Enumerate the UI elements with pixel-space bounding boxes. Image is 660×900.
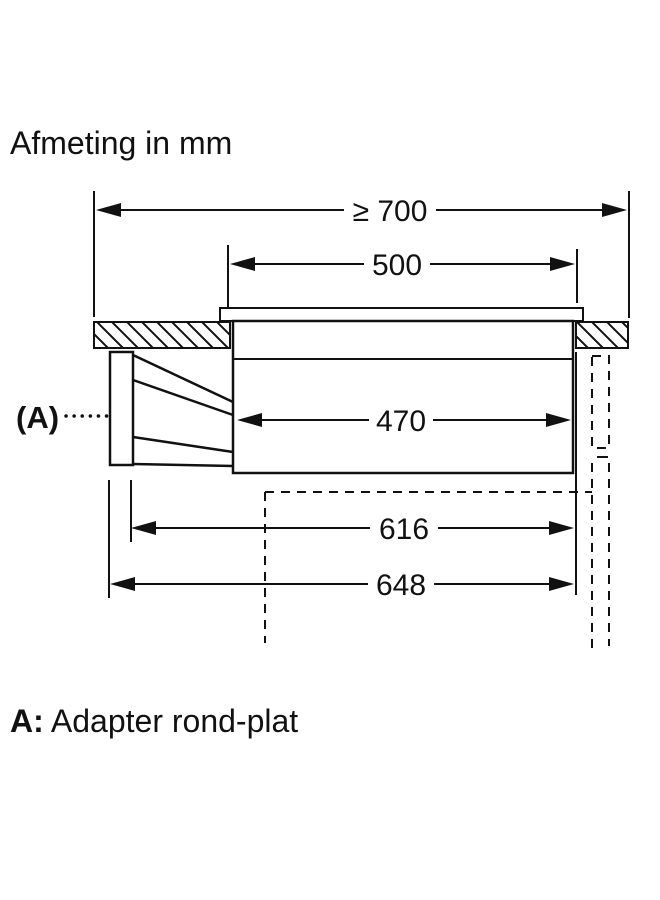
- adapter-cone-line: [132, 435, 234, 454]
- footnote-adapter: A: Adapter rond-plat: [10, 702, 298, 740]
- adapter-cone-line: [132, 462, 234, 468]
- dim-cutout-width: 500: [227, 245, 578, 307]
- glass-plate: [219, 307, 584, 322]
- page-title: Afmeting in mm: [10, 125, 233, 161]
- arrowhead-left-icon: [230, 257, 255, 271]
- arrowhead-left-icon: [110, 577, 135, 591]
- dim-label-648: 648: [376, 569, 426, 602]
- callout-a-label: (A): [16, 400, 59, 435]
- duct-dashed-outline: [264, 352, 610, 650]
- arrowhead-right-icon: [549, 577, 574, 591]
- dim-label-470: 470: [376, 405, 426, 438]
- worktop-left-section: [93, 321, 231, 349]
- arrowhead-left-icon: [96, 203, 121, 217]
- footnote-prefix: A:: [10, 703, 44, 739]
- dim-depth-648: 648: [108, 480, 574, 602]
- hob-body: [231, 319, 575, 475]
- arrowhead-right-icon: [549, 521, 574, 535]
- arrowhead-right-icon: [602, 203, 627, 217]
- arrowhead-right-icon: [550, 257, 575, 271]
- arrowhead-left-icon: [237, 413, 262, 427]
- adapter-round-to-flat: [108, 350, 234, 468]
- dim-label-500: 500: [372, 249, 422, 282]
- adapter-cone-line: [132, 378, 234, 417]
- duct-upper-dashed: [591, 355, 610, 449]
- dim-depth-616: 616: [130, 480, 574, 546]
- worktop-right-section: [575, 321, 629, 349]
- dim-body-width: 470: [237, 405, 571, 438]
- dim-label-700: ≥ 700: [353, 195, 428, 228]
- dim-label-616: 616: [379, 513, 429, 546]
- adapter-flange: [108, 350, 135, 467]
- adapter-cone-line: [132, 353, 234, 404]
- arrowhead-right-icon: [546, 413, 571, 427]
- arrowhead-left-icon: [131, 521, 156, 535]
- footnote-label: Adapter rond-plat: [50, 703, 299, 739]
- dim-overall-width: ≥ 700: [93, 191, 630, 318]
